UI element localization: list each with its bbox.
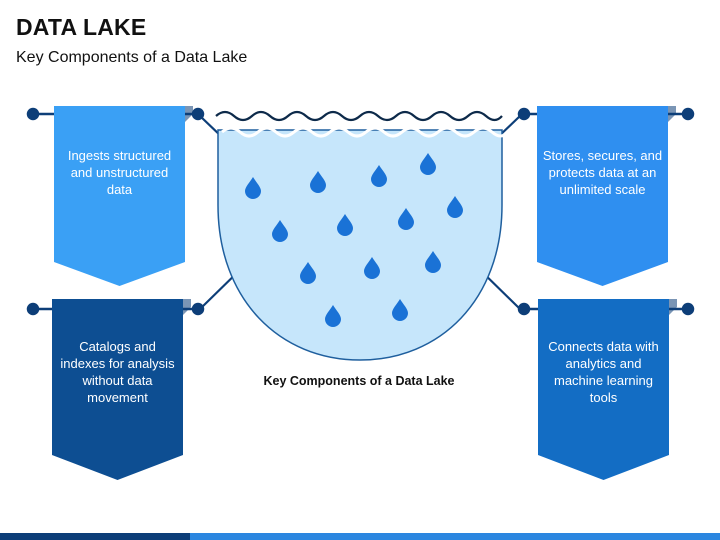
water-drop-icon [310, 171, 326, 193]
lake-surface-wave [215, 110, 503, 122]
water-drop-icon [447, 196, 463, 218]
diagram-caption: Key Components of a Data Lake [263, 374, 455, 388]
banner-store-text: Stores, secures, and protects data at an… [542, 148, 663, 197]
rod-knob [26, 107, 40, 121]
water-drop-icon [325, 305, 341, 327]
banner-ingest [54, 106, 193, 286]
rod-knob [191, 107, 205, 121]
rod-knob [517, 302, 531, 316]
lake-inner-wave [221, 126, 510, 138]
rod-knob [191, 302, 205, 316]
water-drop-icon [364, 257, 380, 279]
water-drop-icon [300, 262, 316, 284]
water-drop-icon [272, 220, 288, 242]
rod-knob [681, 107, 695, 121]
water-drop-icon [392, 299, 408, 321]
water-drop-icon [420, 153, 436, 175]
water-drop-icon [337, 214, 353, 236]
water-drop-icon [398, 208, 414, 230]
page-subtitle: Key Components of a Data Lake [16, 49, 248, 66]
lake-basin [217, 129, 503, 361]
banner-catalog [52, 299, 191, 480]
water-drop-icon [371, 165, 387, 187]
rod-knob [681, 302, 695, 316]
banner-catalog-text: Catalogs and indexes for analysis withou… [60, 339, 175, 405]
water-drop-icon [245, 177, 261, 199]
rod-knob [517, 107, 531, 121]
page-title: DATA LAKE [16, 14, 147, 40]
footer-bar-dark [0, 533, 190, 540]
footer-bar-light [190, 533, 720, 540]
water-drops [245, 153, 463, 327]
footer-bar [0, 533, 720, 540]
banner-ingest-text: Ingests structured and unstructured data [67, 148, 172, 197]
water-drop-icon [425, 251, 441, 273]
banner-connect-text: Connects data with analytics and machine… [548, 339, 659, 405]
rod-knob [26, 302, 40, 316]
banner-store [537, 106, 676, 286]
banner-connect [538, 299, 677, 480]
